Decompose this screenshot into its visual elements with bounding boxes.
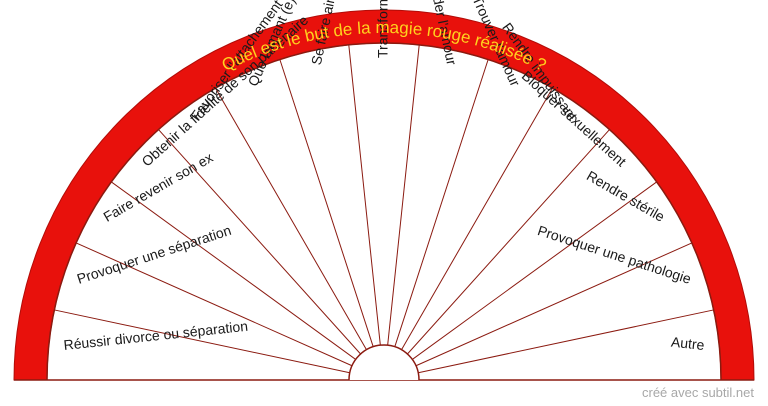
segment-dividers xyxy=(54,44,714,374)
segment-label: Autre xyxy=(670,334,705,353)
divider-line xyxy=(412,181,657,360)
ring-inner-edge xyxy=(46,42,722,381)
center-hub xyxy=(348,344,420,381)
segment-label: Réussir divorce ou séparation xyxy=(63,318,249,353)
divider-line xyxy=(407,129,610,355)
divider-line xyxy=(418,309,714,374)
divider-line xyxy=(54,309,350,374)
divider-line xyxy=(279,59,374,347)
divider-line xyxy=(158,129,361,355)
divider-line xyxy=(111,181,356,360)
divider-line xyxy=(415,242,693,367)
divider-line xyxy=(394,59,489,347)
divider-line xyxy=(215,87,367,350)
divider-line xyxy=(75,242,353,367)
segment-label: Transformer l'amitié en amour xyxy=(375,0,391,58)
divider-line xyxy=(401,87,553,350)
divider-line xyxy=(387,44,420,346)
footer-credit: créé avec subtil.net xyxy=(641,385,754,400)
divider-line xyxy=(348,44,381,346)
